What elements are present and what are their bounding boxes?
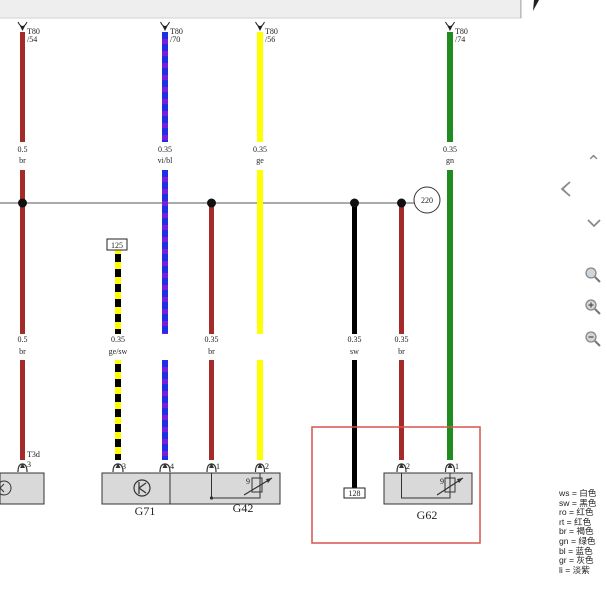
svg-text:0.5: 0.5 [18, 335, 28, 344]
wire-label-w2-top: 0.35 vi/bl [158, 145, 173, 165]
svg-text:T80: T80 [170, 27, 183, 36]
svg-text:0.5: 0.5 [18, 145, 28, 154]
svg-text:0.35: 0.35 [348, 335, 362, 344]
wire-ge-sw [115, 250, 121, 460]
chevron-left-icon[interactable] [559, 180, 573, 202]
component-g71-label: G71 [135, 504, 156, 518]
wire-br-1 [20, 32, 25, 460]
color-legend: ws = 白色 sw = 黑色 ro = 红色 rt = 红色 br = 褐色 … [559, 489, 607, 575]
wire-label-w6: 0.35 br [205, 335, 219, 356]
wire-sw [352, 206, 357, 488]
svg-text:/54: /54 [27, 35, 37, 44]
zoom-in-icon[interactable] [584, 298, 602, 320]
legend-item: rt = 红色 [559, 516, 592, 527]
component-g62-label: G62 [417, 508, 438, 522]
connector-t80-70: T80 /70 [160, 21, 183, 44]
wire-label-w4-top: 0.35 gn [443, 145, 457, 165]
svg-text:1: 1 [216, 462, 220, 471]
search-icon[interactable] [584, 266, 602, 288]
terminal-220-label: 220 [421, 196, 433, 205]
svg-text:1: 1 [455, 462, 459, 471]
wire-label-w3-top: 0.35 ge [253, 145, 267, 165]
svg-text:/74: /74 [455, 35, 465, 44]
svg-text:vi/bl: vi/bl [158, 156, 173, 165]
wire-label-w8: 0.35 br [395, 335, 409, 356]
legend-item: bl = 蓝色 [559, 545, 593, 556]
connector-t80-56: T80 /56 [255, 21, 278, 44]
svg-text:gn: gn [446, 156, 454, 165]
zoom-out-icon[interactable] [584, 330, 602, 352]
svg-text:125: 125 [111, 241, 123, 250]
svg-text:T80: T80 [265, 27, 278, 36]
svg-text:/70: /70 [170, 35, 180, 44]
wire-gn [447, 32, 453, 460]
terminal-128: 128 [343, 487, 366, 499]
wire-ge [257, 32, 263, 460]
wire-label-w1-bot: 0.5 br [18, 335, 28, 356]
wire-vi-bl [162, 32, 168, 460]
svg-text:sw: sw [350, 347, 359, 356]
svg-text:0.35: 0.35 [253, 145, 267, 154]
component-g42-block: 1 2 9 [169, 462, 281, 505]
legend-item: br = 褐色 [559, 526, 594, 537]
svg-text:4: 4 [170, 462, 174, 471]
legend-item: gn = 绿色 [559, 535, 596, 546]
svg-text:br: br [19, 347, 26, 356]
svg-text:2: 2 [406, 462, 410, 471]
svg-text:br: br [398, 347, 405, 356]
svg-text:0.35: 0.35 [443, 145, 457, 154]
component-g62-block: 2 1 9 [383, 462, 473, 505]
svg-text:2: 2 [265, 462, 269, 471]
terminal-125: 125 [106, 238, 128, 251]
svg-text:T80: T80 [27, 27, 40, 36]
legend-item: sw = 黑色 [559, 497, 597, 508]
svg-text:br: br [208, 347, 215, 356]
legend-item: ws = 白色 [559, 489, 597, 498]
wire-label-w1-top: 0.5 br [18, 145, 28, 165]
svg-text:0.35: 0.35 [111, 335, 125, 344]
wire-label-w7: 0.35 sw [348, 335, 362, 356]
svg-text:br: br [19, 156, 26, 165]
legend-item: gr = 灰色 [559, 555, 594, 566]
legend-item: ro = 红色 [559, 507, 594, 518]
wire-br-3 [399, 206, 404, 460]
svg-text:0.35: 0.35 [205, 335, 219, 344]
highlight-box [311, 426, 481, 544]
terminal-220-circle [413, 186, 441, 214]
legend-item: li = 淡紫 [559, 564, 590, 575]
chevron-up-icon[interactable]: ⌃ [586, 152, 602, 173]
wire-br-2 [209, 206, 214, 460]
svg-text:/56: /56 [265, 35, 275, 44]
wire-label-w5: 0.35 ge/sw [109, 335, 128, 356]
top-banner [0, 0, 539, 19]
svg-text:ge: ge [256, 156, 264, 165]
svg-text:3: 3 [27, 460, 31, 469]
chevron-down-icon[interactable] [586, 214, 602, 233]
junction-dots [18, 198, 406, 208]
svg-text:0.35: 0.35 [158, 145, 172, 154]
component-t3d: T3d 3 [0, 450, 45, 505]
svg-text:0.35: 0.35 [395, 335, 409, 344]
connector-t80-74: T80 /74 [445, 21, 468, 44]
svg-text:3: 3 [122, 462, 126, 471]
svg-text:ge/sw: ge/sw [109, 347, 128, 356]
connector-t80-54: T80 /54 [17, 21, 40, 44]
svg-text:128: 128 [349, 489, 361, 498]
component-g71-block: 3 4 [101, 462, 174, 505]
svg-text:9: 9 [246, 477, 250, 486]
svg-text:T3d: T3d [27, 450, 40, 459]
component-g42-label: G42 [233, 501, 254, 515]
svg-text:9: 9 [440, 477, 444, 486]
svg-text:T80: T80 [455, 27, 468, 36]
